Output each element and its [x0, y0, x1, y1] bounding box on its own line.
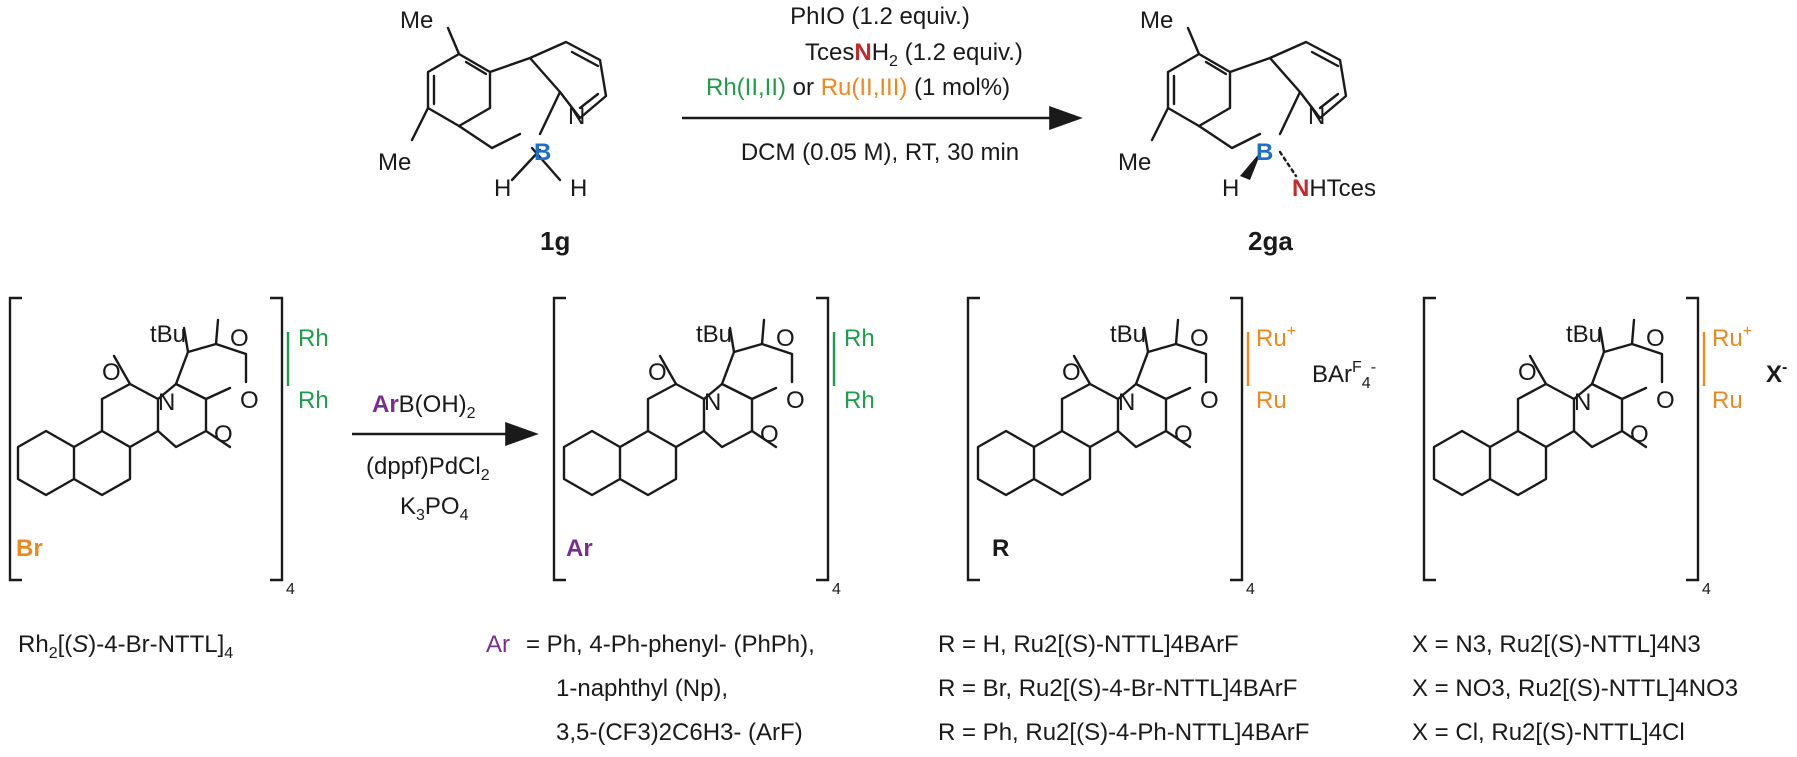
reagent-catalyst: Rh(II,II) or Ru(II,III) (1 mol%): [706, 74, 1010, 101]
ru-atom-1: Ru+: [1256, 323, 1296, 352]
product-b-atom: B: [1256, 139, 1273, 166]
subscript-4: 4: [286, 581, 295, 598]
sm-h2: H: [570, 175, 587, 202]
catalyst-rh-ar: tBu O N O O O Rh Rh Ar 4 Ar = Ph, 4-Ph-p…: [486, 296, 875, 746]
imide-n: N: [1574, 389, 1591, 416]
aryl-legend-line-1: = Ph, 4-Ph-phenyl- (PhPh),: [526, 631, 815, 658]
sm-me-top: Me: [400, 7, 433, 34]
imide-n: N: [158, 389, 175, 416]
carboxylate-o1: O: [230, 325, 249, 352]
carbonyl-o1: O: [1062, 359, 1081, 386]
carboxylate-o1: O: [776, 325, 795, 352]
x-legend-line-2: X = NO3, Ru2[(S)-NTTL]4NO3: [1412, 675, 1738, 702]
reagent-phio: PhIO (1.2 equiv.): [790, 3, 970, 30]
rh-atom-2: Rh: [844, 387, 875, 414]
carboxylate-o2: O: [1200, 387, 1219, 414]
carboxylate-o2: O: [786, 387, 805, 414]
imide-n: N: [1118, 389, 1135, 416]
tbu-label: tBu: [696, 321, 732, 348]
sm-label: 1g: [540, 226, 570, 256]
product-n-atom: N: [1308, 103, 1325, 130]
reagent-tces: TcesNH2 (1.2 equiv.): [805, 39, 1023, 70]
aryl-legend-var: Ar: [486, 631, 510, 658]
r-legend-line-3: R = Ph, Ru2[(S)-4-Ph-NTTL]4BArF: [938, 719, 1309, 746]
ru-atom-1: Ru+: [1712, 323, 1752, 352]
ru-atom-2: Ru: [1712, 387, 1743, 414]
carbonyl-o2: O: [760, 421, 779, 448]
product-2ga: Me Me N B H NHTces 2ga: [1118, 7, 1376, 256]
catalyst-ru-r: tBu O N O O O Ru+ Ru BArF4- R 4 R = H, R…: [938, 296, 1376, 746]
aryl-legend-line-3: 3,5-(CF3)2C6H3- (ArF): [556, 719, 803, 746]
carbonyl-o2: O: [1174, 421, 1193, 448]
sm-h1: H: [494, 175, 511, 202]
pd-catalyst-label: (dppf)PdCl2: [366, 453, 490, 484]
product-h: H: [1222, 175, 1239, 202]
catalyst-rh-br: tBu O N O O O Rh Rh Br 4 Rh2[(S)-4-Br-NT…: [8, 296, 329, 662]
ru-atom-2: Ru: [1256, 387, 1287, 414]
r-legend-line-2: R = Br, Ru2[(S)-4-Br-NTTL]4BArF: [938, 675, 1297, 702]
carbonyl-o1: O: [102, 359, 121, 386]
sm-me-bottom: Me: [378, 149, 411, 176]
x-legend-line-1: X = N3, Ru2[(S)-NTTL]4N3: [1412, 631, 1701, 658]
subscript-4: 4: [1246, 581, 1255, 598]
product-label: 2ga: [1248, 226, 1293, 256]
r-substituent: R: [992, 535, 1009, 562]
carboxylate-o2: O: [240, 387, 259, 414]
r-legend-line-1: R = H, Ru2[(S)-NTTL]4BArF: [938, 631, 1239, 658]
sm-n-atom: N: [568, 103, 585, 130]
rh-atom-1: Rh: [844, 325, 875, 352]
imide-n: N: [704, 389, 721, 416]
carbonyl-o2: O: [214, 421, 233, 448]
carboxylate-o1: O: [1646, 325, 1665, 352]
tbu-label: tBu: [150, 321, 186, 348]
base-label: K3PO4: [400, 493, 469, 524]
carbonyl-o2: O: [1630, 421, 1649, 448]
tbu-label: tBu: [1566, 321, 1602, 348]
boronic-acid-label: ArB(OH)2: [372, 391, 476, 422]
tbu-label: tBu: [1110, 321, 1146, 348]
counterion-barf: BArF4-: [1312, 359, 1376, 392]
product-me-bottom: Me: [1118, 149, 1151, 176]
coupling-arrow: ArB(OH)2 (dppf)PdCl2 K3PO4: [352, 391, 539, 524]
bromine-substituent: Br: [16, 535, 43, 562]
subscript-4: 4: [832, 581, 841, 598]
catalyst-ru-x: tBu O N O O O Ru+ Ru X- 4 X = N3, Ru2[(S…: [1412, 296, 1787, 746]
carbonyl-o1: O: [1518, 359, 1537, 386]
x-legend-line-3: X = Cl, Ru2[(S)-NTTL]4Cl: [1412, 719, 1685, 746]
carboxylate-o2: O: [1656, 387, 1675, 414]
reaction-conditions: DCM (0.05 M), RT, 30 min: [741, 139, 1019, 166]
reaction-arrow-top: PhIO (1.2 equiv.) TcesNH2 (1.2 equiv.) R…: [682, 3, 1083, 166]
aryl-substituent: Ar: [566, 535, 593, 562]
counterion-x: X-: [1766, 359, 1787, 388]
product-nhtces: NHTces: [1292, 175, 1376, 202]
carbonyl-o1: O: [648, 359, 667, 386]
sm-b-atom: B: [534, 139, 551, 166]
catalyst-rh-br-caption: Rh2[(S)-4-Br-NTTL]4: [18, 631, 233, 662]
carboxylate-o1: O: [1190, 325, 1209, 352]
aryl-legend-line-2: 1-naphthyl (Np),: [556, 675, 728, 702]
rh-atom-2: Rh: [298, 387, 329, 414]
product-me-top: Me: [1140, 7, 1173, 34]
rh-atom-1: Rh: [298, 325, 329, 352]
subscript-4: 4: [1702, 581, 1711, 598]
starting-material-1g: Me Me N B H H 1g: [378, 7, 608, 256]
